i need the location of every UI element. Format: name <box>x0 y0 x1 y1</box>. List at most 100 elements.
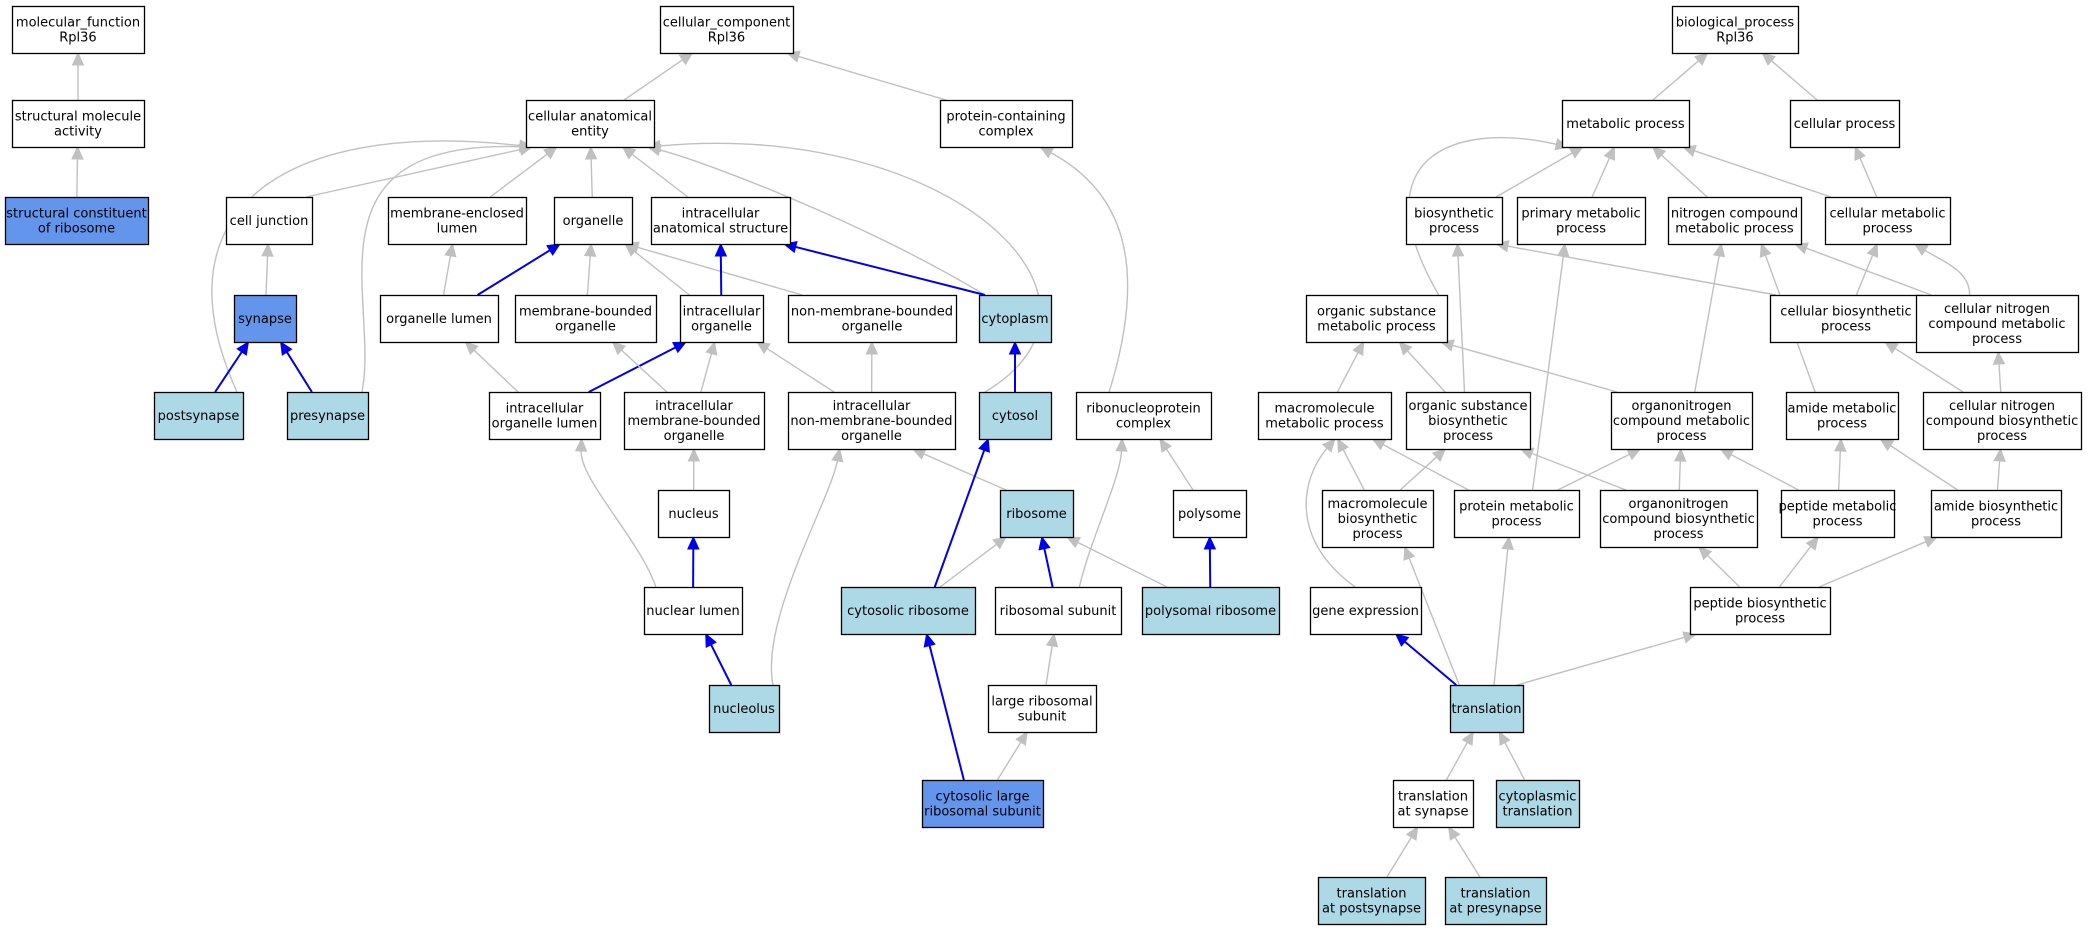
node-label-line: intracellular <box>682 207 760 222</box>
node-label-line: activity <box>54 125 102 140</box>
arrowhead-abp-to-amp <box>1879 438 1895 452</box>
node-nl[interactable]: nuclear lumen <box>643 586 744 636</box>
node-cj[interactable]: cell junction <box>225 196 314 246</box>
node-box <box>1321 489 1435 549</box>
node-mp[interactable]: metabolic process <box>1561 99 1691 149</box>
edge-tr-to-mbp <box>1408 557 1460 686</box>
node-box <box>1449 684 1525 734</box>
edge-syn-to-cj <box>265 255 269 296</box>
edge-cbp-to-bsp <box>1507 245 1777 296</box>
node-label-line: intracellular <box>683 305 761 320</box>
node-label-line: organelle lumen <box>386 312 492 327</box>
node-label-line: subunit <box>1018 710 1066 725</box>
edge-mp-to-bp <box>1652 60 1699 101</box>
arrowhead-iol-to-orl <box>464 341 479 356</box>
node-cr[interactable]: cytosolic ribosome <box>840 586 977 636</box>
node-label-line: protein-containing <box>946 110 1065 125</box>
node-pres[interactable]: presynapse <box>286 391 370 441</box>
node-label-line: metabolic process <box>1317 320 1436 335</box>
node-box <box>1317 876 1427 926</box>
arrowhead-cncbp-to-cncmp <box>1992 350 2006 365</box>
node-rs[interactable]: ribosomal subunit <box>994 586 1123 636</box>
edge-ncmp-to-mp <box>1661 154 1708 198</box>
node-nuc[interactable]: nucleus <box>657 489 731 539</box>
node-inmbo[interactable]: intracellularnon-membrane-boundedorganel… <box>787 391 957 451</box>
node-ribo[interactable]: ribosome <box>999 489 1075 539</box>
node-tr[interactable]: translation <box>1449 684 1525 734</box>
node-label-line: structural constituent <box>6 207 147 222</box>
edge-mel-to-cae <box>489 153 548 198</box>
edges-layer <box>71 50 2006 878</box>
node-box <box>225 196 314 246</box>
node-label-line: organonitrogen <box>1629 497 1729 512</box>
arrowhead-cr-to-ribo <box>992 536 1007 550</box>
edge-pr-to-ribo <box>1077 541 1168 588</box>
node-box <box>153 391 245 441</box>
node-pr[interactable]: polysomal ribosome <box>1141 586 1281 636</box>
node-poly[interactable]: polysome <box>1172 489 1248 539</box>
edge-osbp-to-osmp <box>1406 350 1446 393</box>
edge-cncmp-to-ncmp <box>1805 247 1932 296</box>
arrowhead-rnp-to-pcc <box>1039 146 1055 159</box>
node-box <box>387 196 528 246</box>
edge-bsp-to-mp <box>1495 152 1573 198</box>
node-label-line: compound metabolic <box>1613 414 1750 429</box>
node-org[interactable]: organelle <box>553 196 634 246</box>
edge-cncbp-to-cbp <box>1894 347 1964 393</box>
arrowhead-scr-to-sma <box>71 145 84 160</box>
node-cp[interactable]: cellular process <box>1789 99 1901 149</box>
node-posts[interactable]: postsynapse <box>153 391 245 441</box>
node-orl[interactable]: organelle lumen <box>379 294 500 344</box>
node-nucl[interactable]: nucleolus <box>708 684 781 734</box>
node-cyt[interactable]: cytoplasm <box>978 294 1053 344</box>
edge-rnp-to-pcc <box>1050 152 1129 393</box>
node-label-line: process <box>1353 527 1403 542</box>
node-ge[interactable]: gene expression <box>1309 586 1423 636</box>
node-syn[interactable]: synapse <box>233 294 298 344</box>
edge-io-to-org <box>634 250 690 296</box>
node-label-line: biosynthetic <box>1428 414 1508 429</box>
node-cytosol[interactable]: cytosol <box>978 391 1053 441</box>
arrowhead-prmp-to-mmp <box>1371 438 1387 451</box>
